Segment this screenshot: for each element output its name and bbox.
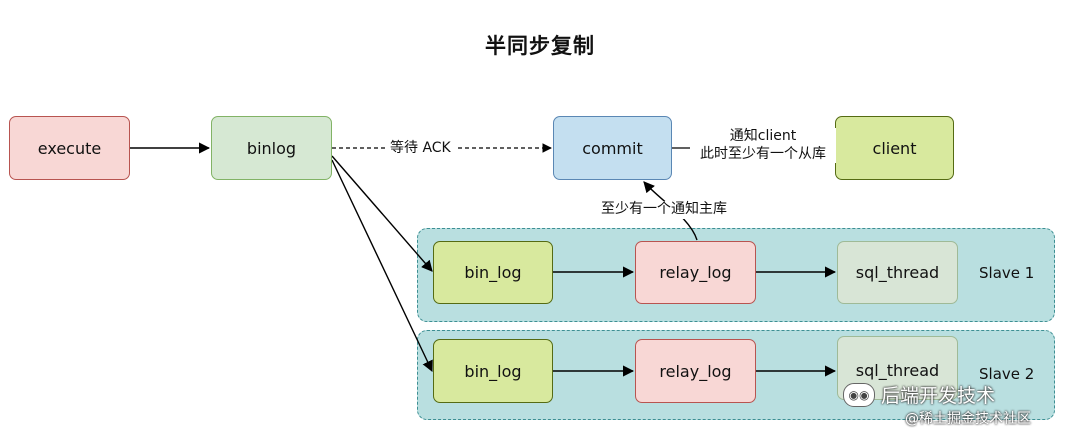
client-node: client <box>835 116 954 180</box>
commit-node: commit <box>553 116 672 180</box>
slave1-bin-log-node: bin_log <box>433 241 553 304</box>
notify-client-line2: 此时至少有一个从库 <box>700 145 826 162</box>
slave2-label: Slave 2 <box>979 365 1035 383</box>
wait-ack-label: 等待 ACK <box>386 140 455 158</box>
notify-client-label: 通知client 此时至少有一个从库 <box>690 128 836 163</box>
notify-master-label: 至少有一个通知主库 <box>598 201 730 219</box>
edge-binlog-slave1 <box>331 155 433 272</box>
watermark-source: @稀土掘金技术社区 <box>905 411 1031 427</box>
edge-binlog-slave2 <box>331 159 433 373</box>
watermark-line1: 后端开发技术 <box>881 385 996 407</box>
slave1-sql-thread-node: sql_thread <box>837 241 958 304</box>
wechat-icon: ◉◉ <box>843 382 875 407</box>
diagram-title: 半同步复制 <box>485 34 595 58</box>
slave1-label: Slave 1 <box>979 264 1035 282</box>
slave2-bin-log-node: bin_log <box>433 339 553 403</box>
slave2-relay-log-node: relay_log <box>635 339 756 403</box>
notify-client-line1: 通知client <box>729 128 797 144</box>
slave2-sql-thread-node: sql_thread <box>837 336 958 400</box>
slave1-relay-log-node: relay_log <box>635 241 756 304</box>
watermark-brand: ◉◉ 后端开发技术 <box>843 381 995 408</box>
binlog-node: binlog <box>211 116 332 180</box>
execute-node: execute <box>9 116 130 180</box>
